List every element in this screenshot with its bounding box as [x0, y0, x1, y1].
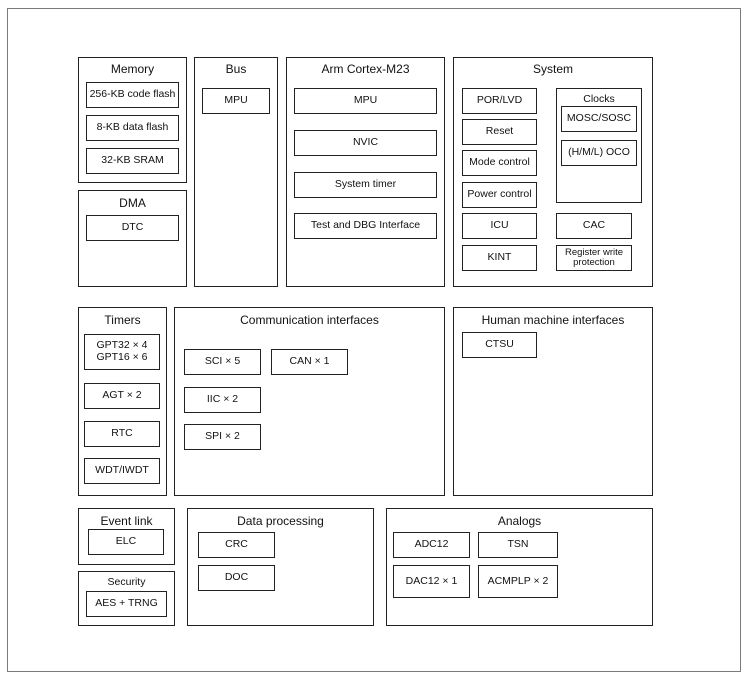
elc-block: ELC — [88, 529, 164, 555]
mode-control-block: Mode control — [462, 150, 537, 176]
bus-mpu-block: MPU — [202, 88, 270, 114]
test-dbg-interface-block: Test and DBG Interface — [294, 213, 437, 239]
bus-title: Bus — [225, 62, 247, 76]
nvic-block: NVIC — [294, 130, 437, 156]
human-machine-interfaces-title: Human machine interfaces — [481, 313, 625, 327]
adc12-block: ADC12 — [393, 532, 470, 558]
memory-title: Memory — [110, 62, 155, 76]
register-write-protection-block: Register write protection — [556, 245, 632, 271]
agt-block: AGT × 2 — [84, 383, 160, 409]
rtc-block: RTC — [84, 421, 160, 447]
system-timer-block: System timer — [294, 172, 437, 198]
dtc-block: DTC — [86, 215, 179, 241]
spi-block: SPI × 2 — [184, 424, 261, 450]
icu-block: ICU — [462, 213, 537, 239]
can-block: CAN × 1 — [271, 349, 348, 375]
communication-interfaces-title: Communication interfaces — [240, 313, 379, 327]
data-flash-block: 8-KB data flash — [86, 115, 179, 141]
diagram-frame — [7, 8, 741, 672]
ctsu-block: CTSU — [462, 332, 537, 358]
oco-block: (H/M/L) OCO — [561, 140, 637, 166]
sram-block: 32-KB SRAM — [86, 148, 179, 174]
clocks-title: Clocks — [583, 93, 615, 105]
data-processing-title: Data processing — [237, 514, 324, 528]
tsn-block: TSN — [478, 532, 558, 558]
por-lvd-block: POR/LVD — [462, 88, 537, 114]
aes-trng-block: AES + TRNG — [86, 591, 167, 617]
power-control-block: Power control — [462, 182, 537, 208]
cpu-mpu-block: MPU — [294, 88, 437, 114]
dma-title: DMA — [119, 196, 146, 210]
gpt-block: GPT32 × 4 GPT16 × 6 — [84, 334, 160, 370]
cpu-title: Arm Cortex-M23 — [321, 62, 410, 76]
timers-title: Timers — [104, 313, 141, 327]
security-title: Security — [107, 576, 146, 588]
acmplp-block: ACMPLP × 2 — [478, 565, 558, 598]
mosc-sosc-block: MOSC/SOSC — [561, 106, 637, 132]
event-link-title: Event link — [100, 514, 153, 528]
reset-block: Reset — [462, 119, 537, 145]
iic-block: IIC × 2 — [184, 387, 261, 413]
wdt-iwdt-block: WDT/IWDT — [84, 458, 160, 484]
system-title: System — [532, 62, 573, 76]
analogs-title: Analogs — [497, 514, 542, 528]
cac-block: CAC — [556, 213, 632, 239]
sci-block: SCI × 5 — [184, 349, 261, 375]
dac12-block: DAC12 × 1 — [393, 565, 470, 598]
code-flash-block: 256-KB code flash — [86, 82, 179, 108]
kint-block: KINT — [462, 245, 537, 271]
crc-block: CRC — [198, 532, 275, 558]
doc-block: DOC — [198, 565, 275, 591]
